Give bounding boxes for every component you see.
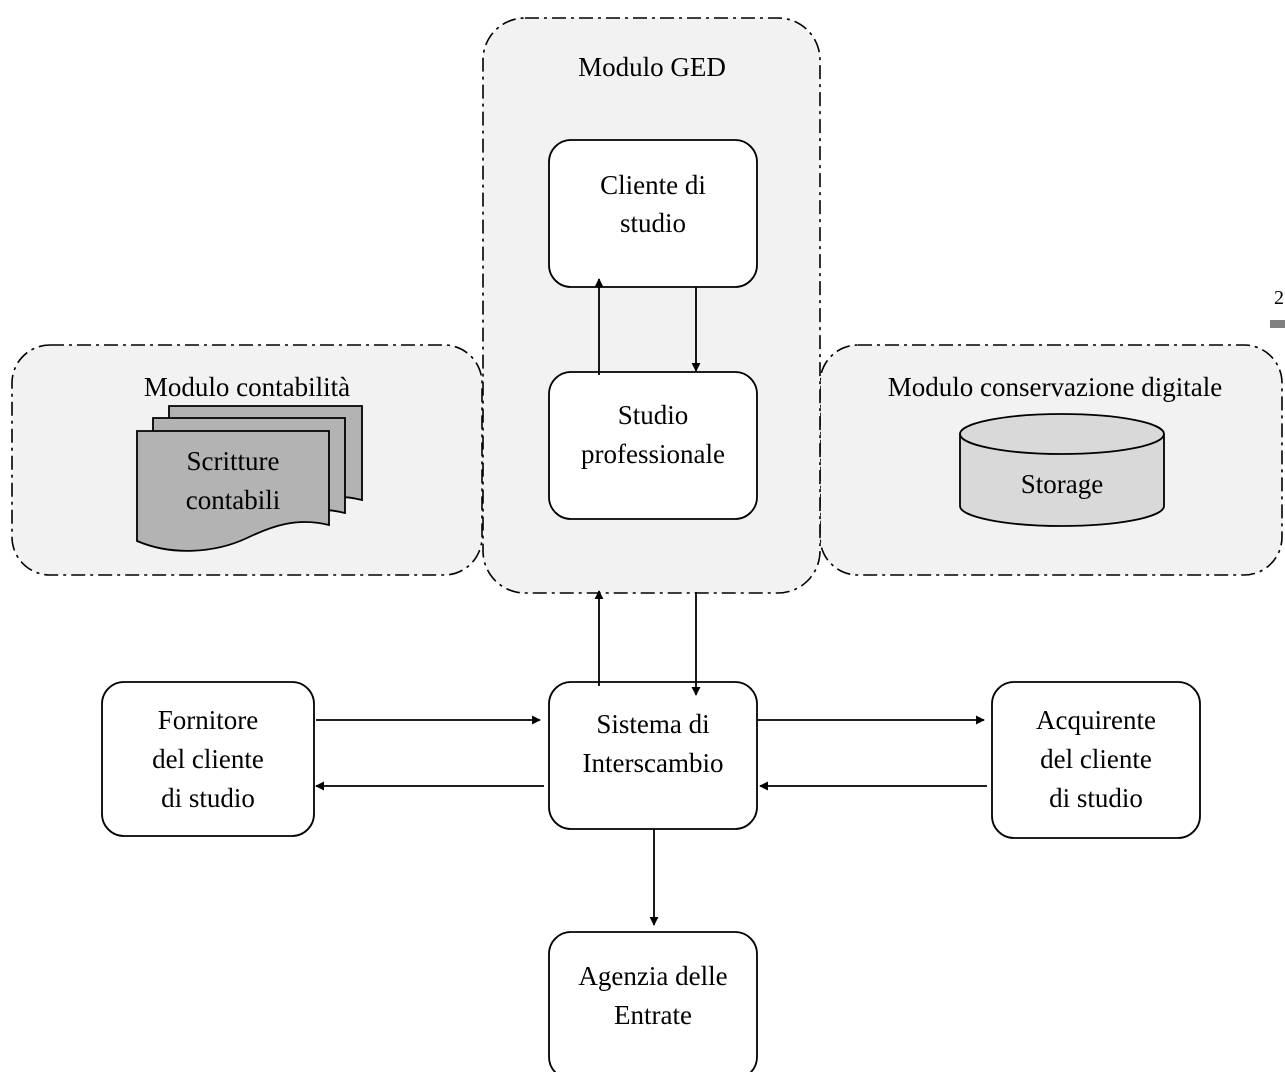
- node-label: Storage: [1021, 469, 1103, 499]
- node-sistema-di-interscambio: Sistema di Interscambio: [548, 681, 758, 830]
- node-storage: Storage: [959, 413, 1165, 527]
- node-label-line: Studio: [618, 400, 689, 430]
- node-label-line: professionale: [581, 439, 725, 469]
- node-label-line: contabili: [186, 485, 280, 515]
- node-label-line: Agenzia delle: [578, 961, 727, 991]
- node-label-line: Interscambio: [583, 748, 724, 778]
- node-label-line: Entrate: [614, 1000, 692, 1030]
- node-scritture-contabili: Scritture contabili: [136, 405, 363, 552]
- page-number-bar: [1270, 320, 1285, 328]
- node-label-line: Acquirente: [1036, 705, 1156, 735]
- node-label-line: studio: [620, 208, 686, 238]
- document-sheet-front: [136, 430, 330, 552]
- cylinder-top: [959, 413, 1165, 455]
- node-label-line: del cliente: [1040, 744, 1152, 774]
- node-agenzia-delle-entrate: Agenzia delle Entrate: [548, 931, 758, 1072]
- node-label-line: di studio: [161, 783, 255, 813]
- node-label-line: di studio: [1049, 783, 1143, 813]
- node-label-line: Sistema di: [596, 709, 709, 739]
- node-cliente-di-studio: Cliente di studio: [548, 139, 758, 288]
- group-label-contabilita: Modulo contabilità: [144, 372, 350, 402]
- node-label-line: del cliente: [152, 744, 264, 774]
- node-label-line: Scritture: [187, 446, 280, 476]
- page-number: 2: [1274, 287, 1284, 309]
- node-acquirente-del-cliente: Acquirente del cliente di studio: [991, 681, 1201, 839]
- group-label-ged: Modulo GED: [578, 52, 726, 82]
- node-fornitore-del-cliente: Fornitore del cliente di studio: [101, 681, 315, 837]
- node-label-line: Fornitore: [158, 705, 259, 735]
- group-label-conservazione: Modulo conservazione digitale: [888, 372, 1222, 402]
- node-studio-professionale: Studio professionale: [548, 371, 758, 520]
- cylinder-body: [959, 434, 1165, 527]
- node-label-line: Cliente di: [600, 170, 706, 200]
